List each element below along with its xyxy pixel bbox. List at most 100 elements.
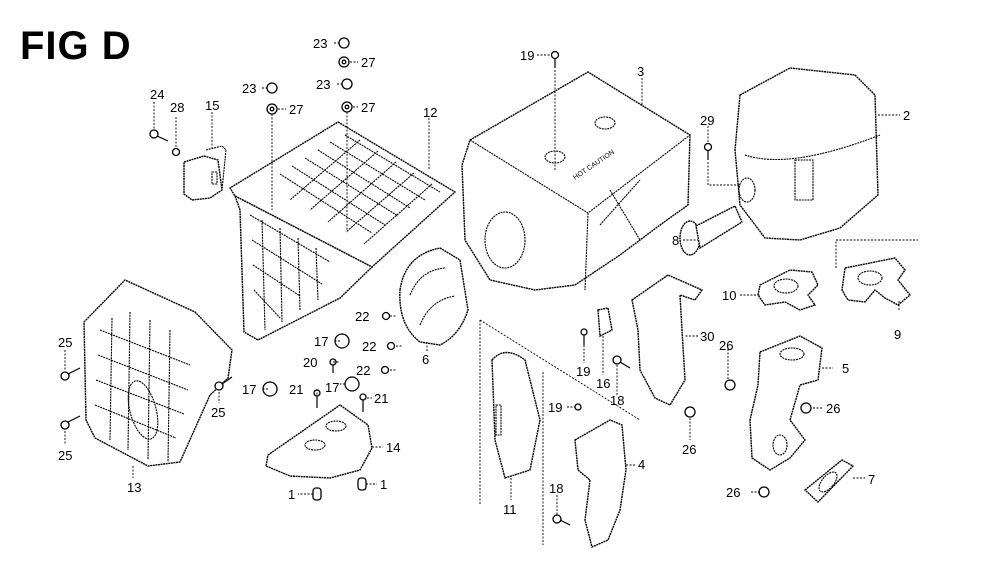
spacer-1-a[interactable] bbox=[312, 487, 322, 501]
part-top-grille[interactable] bbox=[229, 121, 457, 341]
callout-11: 11 bbox=[503, 502, 517, 517]
part-exhaust-gasket[interactable] bbox=[803, 459, 855, 503]
callout-22: 22 bbox=[356, 363, 370, 378]
callout-8: 8 bbox=[672, 233, 679, 248]
part-exhaust-pipe[interactable] bbox=[749, 335, 823, 471]
callout-7: 7 bbox=[868, 472, 875, 487]
spacer-1-b[interactable] bbox=[357, 477, 367, 491]
callout-12: 12 bbox=[423, 105, 437, 120]
bolt-25-a[interactable] bbox=[60, 367, 81, 381]
callout-27: 27 bbox=[361, 55, 375, 70]
callout-15: 15 bbox=[205, 98, 219, 113]
alt-part-box-2 bbox=[479, 319, 641, 545]
part-air-guide-duct[interactable] bbox=[399, 247, 469, 346]
part-muffler-gasket[interactable] bbox=[757, 269, 819, 311]
callout-17: 17 bbox=[314, 334, 328, 349]
screw-21-b[interactable] bbox=[359, 393, 367, 412]
callout-27: 27 bbox=[361, 100, 375, 115]
callout-23: 23 bbox=[313, 36, 327, 51]
screw-22-c[interactable] bbox=[380, 365, 390, 375]
callout-17: 17 bbox=[325, 380, 339, 395]
callout-2: 2 bbox=[903, 108, 910, 123]
callout-28: 28 bbox=[170, 100, 184, 115]
washer-27-a[interactable] bbox=[266, 103, 278, 115]
part-muffler-protector-lower[interactable] bbox=[574, 419, 627, 548]
part-gasket-alt[interactable] bbox=[841, 257, 911, 306]
leader-lines bbox=[64, 42, 900, 515]
bolt-25-c[interactable] bbox=[214, 376, 233, 391]
nut-26-a[interactable] bbox=[724, 379, 736, 391]
nut-23-b[interactable] bbox=[338, 37, 350, 49]
bolt-24[interactable] bbox=[149, 129, 169, 142]
callout-30: 30 bbox=[700, 329, 714, 344]
nut-26-c[interactable] bbox=[800, 402, 812, 414]
nut-26-b[interactable] bbox=[684, 406, 696, 418]
part-muffler-protector-upper[interactable] bbox=[631, 274, 704, 406]
figure-title: FIG D bbox=[20, 24, 132, 68]
part-spark-arrester[interactable] bbox=[679, 205, 743, 256]
nut-26-d[interactable] bbox=[758, 486, 770, 498]
callout-25: 25 bbox=[211, 405, 225, 420]
callout-18: 18 bbox=[610, 393, 624, 408]
callout-10: 10 bbox=[722, 288, 736, 303]
callout-22: 22 bbox=[362, 339, 376, 354]
washer-27-b[interactable] bbox=[338, 56, 350, 68]
bolt-18-b[interactable] bbox=[552, 514, 571, 526]
callout-23: 23 bbox=[316, 77, 330, 92]
grommet-17-a[interactable] bbox=[334, 333, 350, 349]
callout-21: 21 bbox=[374, 391, 388, 406]
callout-29: 29 bbox=[700, 113, 714, 128]
alt-part-box bbox=[835, 239, 918, 268]
nut-23-c[interactable] bbox=[341, 78, 353, 90]
callout-19: 19 bbox=[548, 400, 562, 415]
callout-labels: 24 28 15 23 27 23 27 23 27 12 19 3 29 2 … bbox=[58, 36, 910, 517]
callout-25: 25 bbox=[58, 335, 72, 350]
grommet-17-b[interactable] bbox=[262, 381, 278, 397]
callout-20: 20 bbox=[303, 355, 317, 370]
callout-19: 19 bbox=[576, 364, 590, 379]
bolt-25-b[interactable] bbox=[60, 415, 81, 430]
part-base-plate[interactable] bbox=[265, 404, 373, 479]
callout-4: 4 bbox=[638, 457, 645, 472]
callout-26: 26 bbox=[682, 442, 696, 457]
callout-21: 21 bbox=[289, 382, 303, 397]
part-side-shroud[interactable] bbox=[491, 351, 541, 479]
callout-6: 6 bbox=[422, 352, 429, 367]
screw-22-b[interactable] bbox=[386, 341, 396, 351]
callout-9: 9 bbox=[894, 327, 901, 342]
callout-26: 26 bbox=[726, 485, 740, 500]
callout-1: 1 bbox=[288, 487, 295, 502]
screw-29[interactable] bbox=[703, 142, 713, 161]
screw-19-b[interactable] bbox=[580, 328, 588, 345]
callout-19: 19 bbox=[520, 48, 534, 63]
washer-28[interactable] bbox=[171, 147, 181, 157]
part-fan-cover[interactable]: HOT CAUTION bbox=[461, 71, 691, 291]
callout-16: 16 bbox=[596, 376, 610, 391]
screw-19-c[interactable] bbox=[574, 403, 582, 411]
bolt-18-a[interactable] bbox=[612, 355, 631, 369]
grommet-17-c[interactable] bbox=[344, 376, 360, 392]
callout-3: 3 bbox=[637, 64, 644, 79]
callout-27: 27 bbox=[289, 102, 303, 117]
part-muffler[interactable] bbox=[734, 67, 881, 241]
callout-25: 25 bbox=[58, 448, 72, 463]
callout-1: 1 bbox=[380, 477, 387, 492]
part-small-bracket[interactable] bbox=[597, 307, 613, 338]
callout-23: 23 bbox=[242, 81, 256, 96]
callout-5: 5 bbox=[842, 361, 849, 376]
screw-19-a[interactable] bbox=[550, 50, 560, 69]
washer-27-c[interactable] bbox=[341, 101, 353, 113]
callout-22: 22 bbox=[355, 309, 369, 324]
callout-24: 24 bbox=[150, 87, 164, 102]
part-rear-grille[interactable] bbox=[83, 279, 233, 467]
callout-14: 14 bbox=[386, 440, 400, 455]
callout-26: 26 bbox=[826, 401, 840, 416]
callout-26: 26 bbox=[719, 338, 733, 353]
screw-20[interactable] bbox=[329, 358, 337, 373]
callout-17: 17 bbox=[242, 382, 256, 397]
part-clip-bracket[interactable] bbox=[183, 145, 227, 201]
callout-13: 13 bbox=[127, 480, 141, 495]
nut-23-a[interactable] bbox=[266, 82, 278, 94]
screw-22-a[interactable] bbox=[381, 311, 391, 321]
